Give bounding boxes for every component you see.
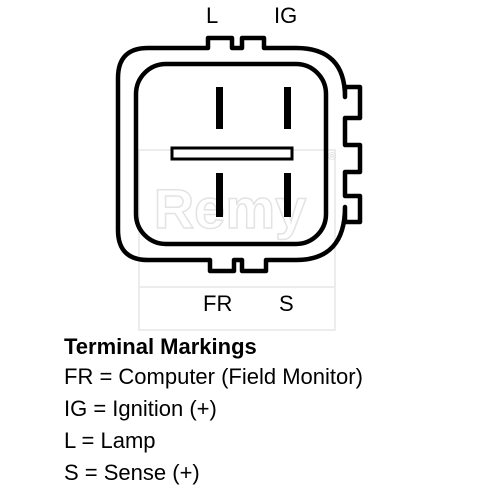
legend-row-l: L = Lamp bbox=[64, 428, 156, 453]
label-fr: FR bbox=[203, 291, 233, 316]
legend-row-ig: IG = Ignition (+) bbox=[64, 396, 217, 421]
terminal-s-blade bbox=[284, 173, 291, 217]
terminal-legend: Terminal Markings FR = Computer (Field M… bbox=[64, 333, 363, 489]
label-l: L bbox=[206, 3, 219, 28]
legend-row-fr: FR = Computer (Field Monitor) bbox=[64, 364, 363, 389]
center-bar bbox=[170, 146, 294, 161]
watermark: Remy ® bbox=[138, 149, 336, 331]
watermark-text: Remy bbox=[154, 177, 307, 240]
label-ig: IG bbox=[274, 3, 298, 28]
terminal-fr-blade bbox=[216, 173, 223, 217]
label-s: S bbox=[279, 291, 294, 316]
watermark-registered-mark: ® bbox=[328, 151, 336, 163]
terminal-ig-blade bbox=[284, 87, 291, 129]
housing-outer bbox=[115, 35, 363, 274]
connector-housing bbox=[115, 35, 363, 274]
terminals bbox=[170, 87, 294, 217]
terminal-l-blade bbox=[216, 87, 223, 129]
housing-inner bbox=[133, 61, 329, 247]
legend-row-s: S = Sense (+) bbox=[64, 460, 200, 485]
legend-title: Terminal Markings bbox=[64, 334, 257, 359]
